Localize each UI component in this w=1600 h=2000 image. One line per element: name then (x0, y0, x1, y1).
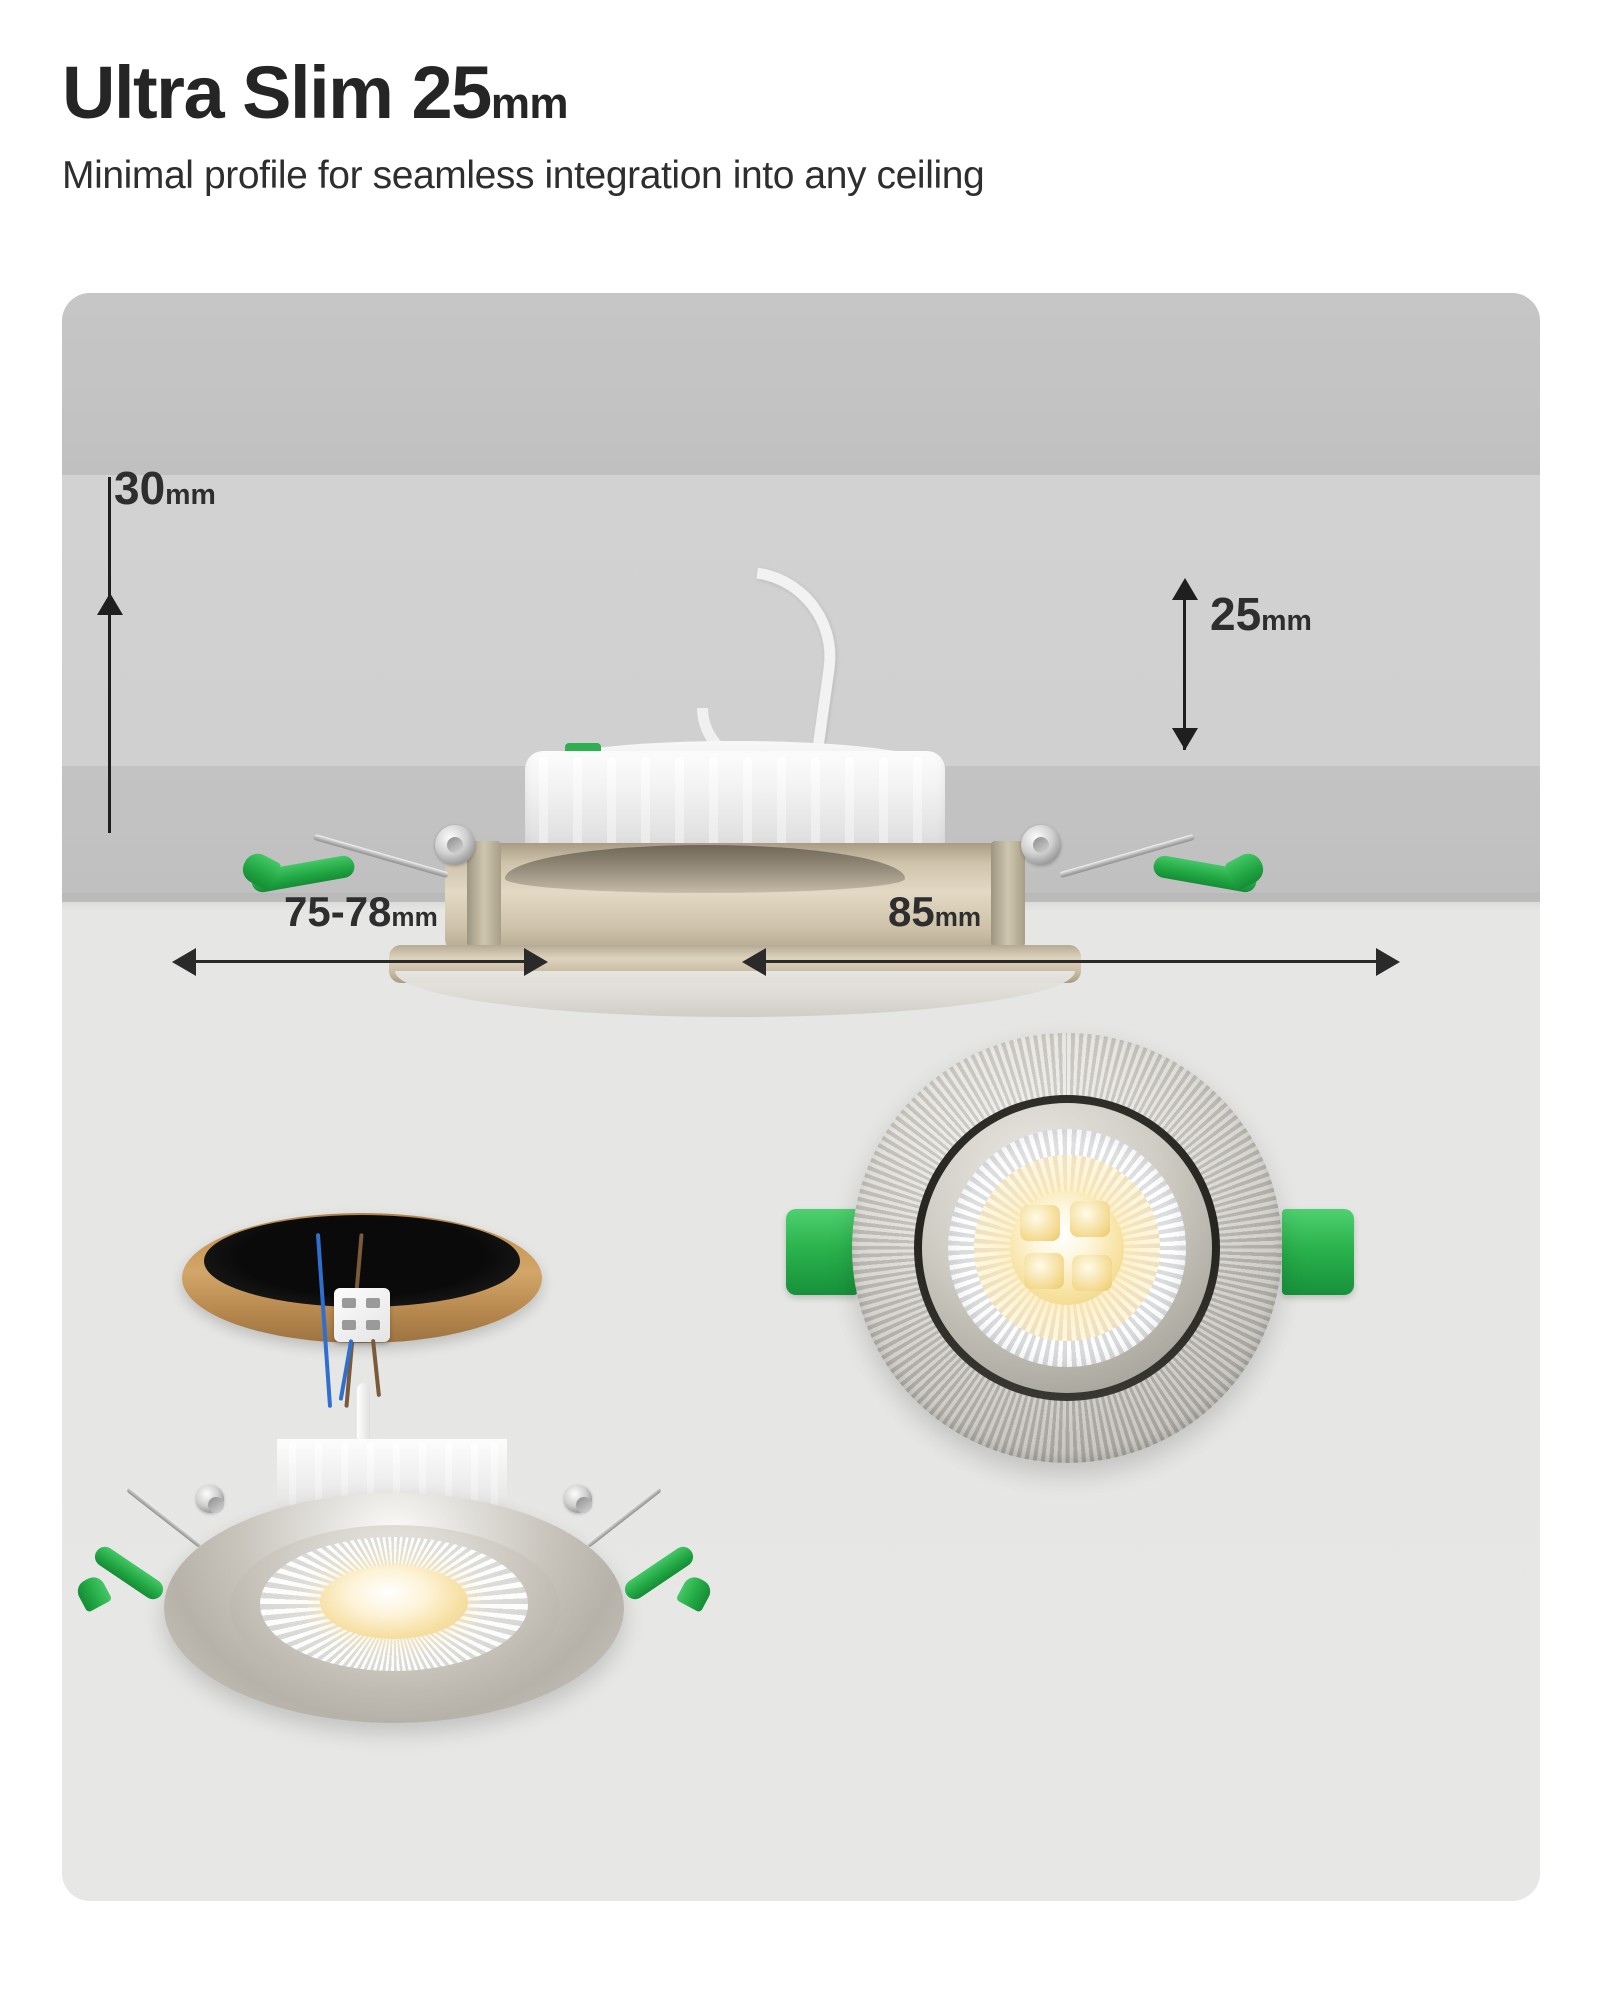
green-spring-clip-right-assembly-tip (675, 1573, 715, 1613)
dimension-value: 75-78 (284, 888, 392, 935)
led-chip-1 (1020, 1205, 1060, 1241)
dimension-shaft-30-g (108, 477, 111, 635)
led-chip-assembly (320, 1565, 468, 1639)
led-chip-3 (1024, 1253, 1064, 1289)
led-chip-front (1010, 1191, 1124, 1305)
arrow-right-icon-outer (1376, 948, 1400, 976)
dimension-unit: mm (1261, 605, 1312, 637)
led-chip-4 (1072, 1255, 1112, 1291)
page-subtitle: Minimal profile for seamless integration… (62, 154, 985, 197)
dimension-label-total-height: 30mm (114, 465, 216, 511)
body-inner-shadow (505, 845, 905, 893)
downlight-lead-cable (357, 1383, 370, 1453)
title-main-text: Ultra Slim (62, 51, 412, 134)
mount-bracket-right (991, 841, 1025, 947)
product-illustration-panel: 30mm 25mm 75-78mm 85mm (62, 293, 1540, 1901)
title-unit: mm (490, 79, 569, 128)
dimension-label-cutout: 75-78mm (284, 891, 438, 933)
spring-clip-pivot-left (435, 825, 475, 865)
panel-lower-background (62, 902, 1540, 1901)
spring-clip-arm-left-assembly (126, 1487, 202, 1548)
arrow-left-icon-cutout (172, 948, 196, 976)
dimension-line-horizontal-outer (764, 960, 1378, 963)
spring-clip-arm-right-assembly (586, 1487, 662, 1548)
installation-assembly-view (73, 1193, 715, 1873)
dimension-unit: mm (391, 902, 438, 932)
ceiling-slab-middle (62, 475, 1540, 766)
dimension-line-vertical-25 (1183, 598, 1186, 750)
dimension-value: 30 (114, 462, 166, 514)
green-spring-clip-front-right (1282, 1209, 1354, 1295)
mount-bracket-left (467, 841, 501, 947)
brown-wire-lower (370, 1338, 382, 1398)
led-chip-2 (1070, 1201, 1110, 1237)
arrow-right-icon-cutout (524, 948, 548, 976)
dimension-line-horizontal-cutout (194, 960, 526, 963)
dimension-value: 85 (888, 888, 935, 935)
arrow-left-icon-outer (742, 948, 766, 976)
green-spring-clip-front-left (786, 1209, 858, 1295)
dimension-label-recess-depth: 25mm (1210, 591, 1312, 637)
dimension-unit: mm (165, 479, 216, 511)
header: Ultra Slim 25mm Minimal profile for seam… (62, 56, 1542, 199)
page-title: Ultra Slim 25mm (62, 56, 1542, 130)
ceiling-slab-upper (62, 293, 1540, 475)
dimension-value: 25 (1210, 588, 1262, 640)
arrow-up-icon-25 (1172, 578, 1198, 600)
dimension-unit: mm (934, 902, 982, 932)
spring-clip-pivot-right (1021, 825, 1061, 865)
dimension-label-outer: 85mm (888, 891, 981, 933)
arrow-down-icon-25 (1172, 728, 1198, 750)
title-value: 25 (411, 51, 493, 134)
spring-clip-pivot-right-assembly (564, 1485, 592, 1513)
finned-heatsink (525, 751, 945, 861)
wire-terminal-connector (334, 1288, 390, 1342)
spring-clip-pivot-left-assembly (196, 1485, 224, 1513)
dimension-line-vertical-top (108, 613, 111, 833)
front-view-downlight (762, 1013, 1382, 1633)
